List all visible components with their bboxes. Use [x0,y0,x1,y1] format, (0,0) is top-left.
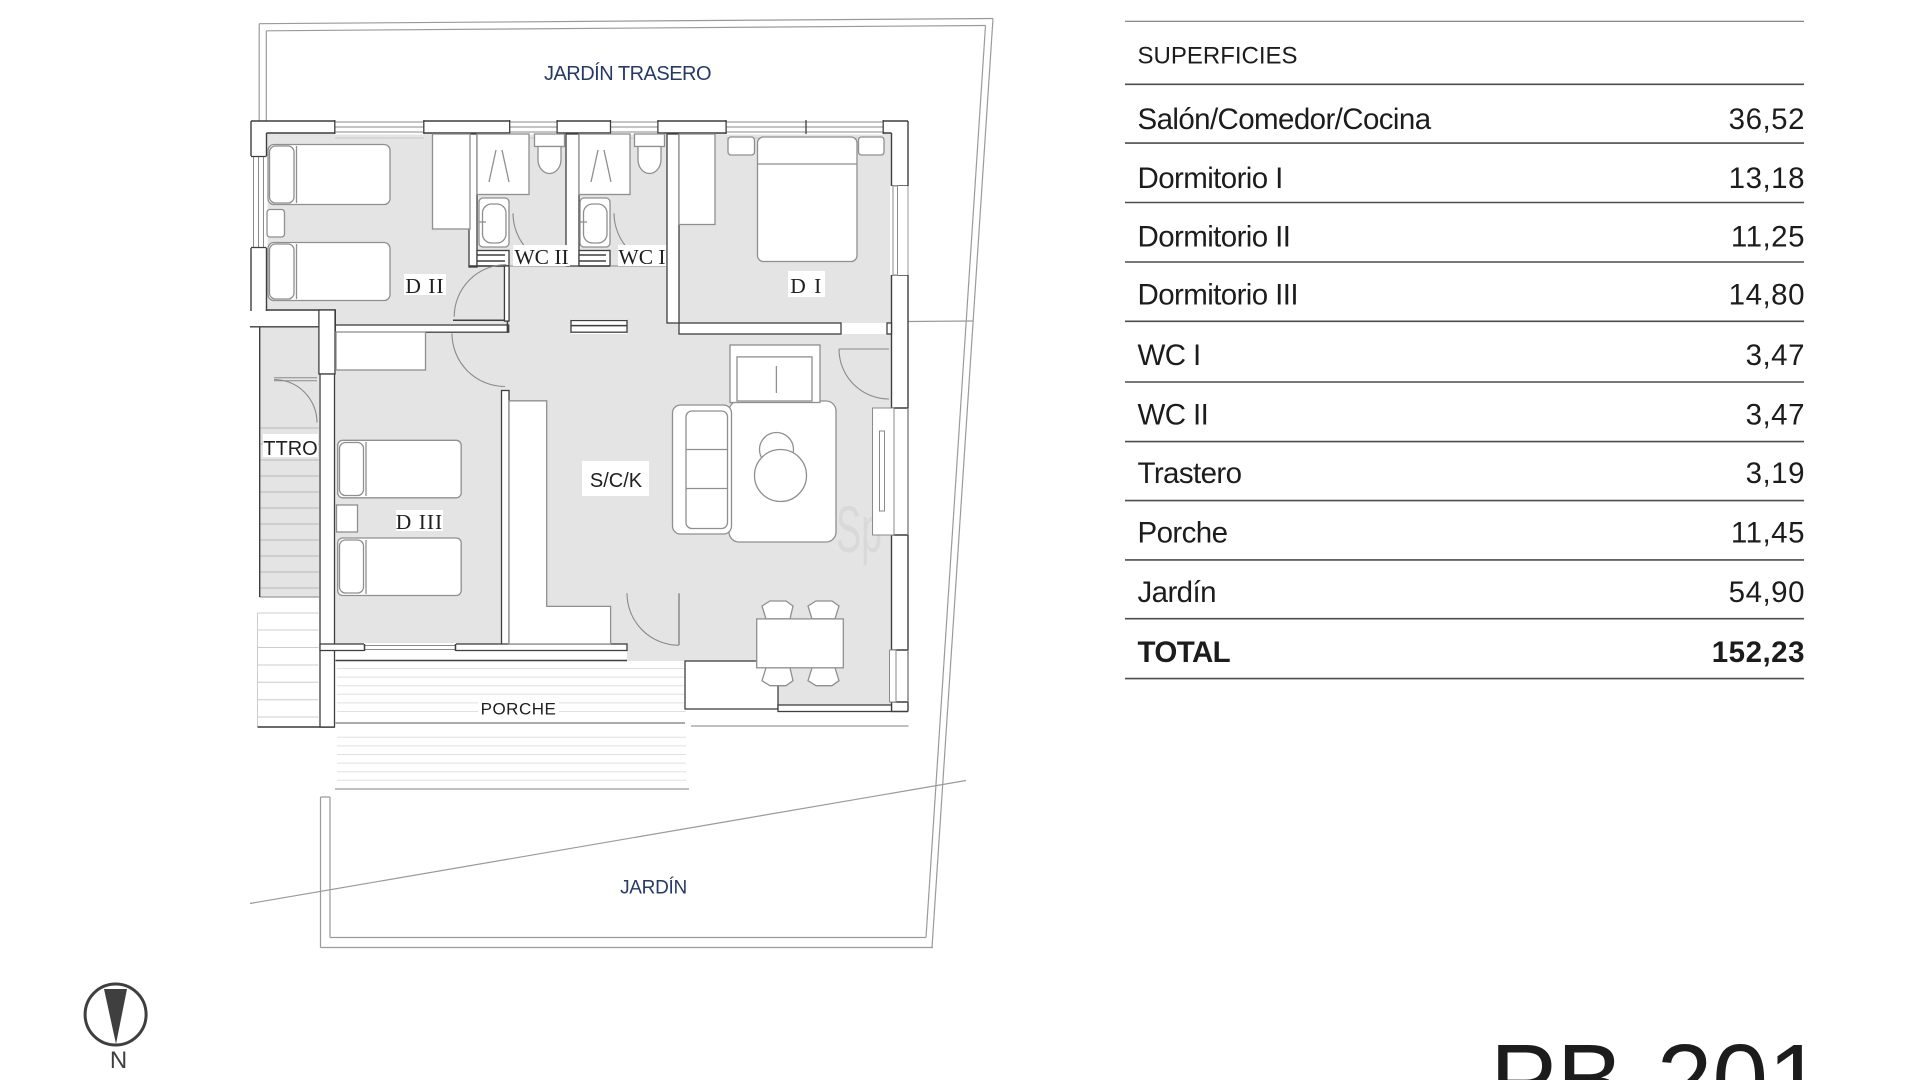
svg-text:PB-201: PB-201 [1490,1024,1824,1080]
svg-text:11,45: 11,45 [1731,517,1805,550]
svg-text:WC I: WC I [618,245,665,269]
svg-text:Trastero: Trastero [1138,457,1242,490]
svg-text:WC II: WC II [1138,399,1209,432]
svg-text:3,19: 3,19 [1746,457,1805,490]
svg-text:Jardín: Jardín [1138,576,1216,609]
svg-text:Salón/Comedor/Cocina: Salón/Comedor/Cocina [1138,103,1432,136]
svg-text:SUPERFICIES: SUPERFICIES [1138,43,1298,70]
svg-text:Dormitorio III: Dormitorio III [1138,279,1298,312]
svg-text:Porche: Porche [1138,517,1228,550]
svg-text:PORCHE: PORCHE [481,700,557,719]
svg-text:3,47: 3,47 [1746,399,1805,432]
svg-text:54,90: 54,90 [1729,576,1805,609]
svg-text:N: N [110,1047,127,1074]
svg-text:D I: D I [790,274,823,298]
svg-text:14,80: 14,80 [1729,279,1805,312]
svg-text:S/C/K: S/C/K [590,470,643,492]
svg-text:36,52: 36,52 [1729,103,1805,136]
svg-text:WC II: WC II [514,245,568,269]
svg-text:D II: D II [405,274,444,298]
svg-text:152,23: 152,23 [1712,636,1805,669]
svg-text:TTRO: TTRO [263,438,317,460]
svg-text:TOTAL: TOTAL [1138,636,1231,669]
svg-text:WC I: WC I [1138,339,1201,372]
svg-text:D III: D III [396,510,443,534]
svg-text:Dormitorio II: Dormitorio II [1138,221,1291,254]
svg-text:Dormitorio I: Dormitorio I [1138,162,1283,195]
svg-text:3,47: 3,47 [1746,339,1805,372]
svg-text:11,25: 11,25 [1731,221,1805,254]
svg-text:13,18: 13,18 [1729,162,1805,195]
svg-text:JARDÍN: JARDÍN [620,878,687,899]
svg-text:JARDÍN TRASERO: JARDÍN TRASERO [544,62,711,85]
